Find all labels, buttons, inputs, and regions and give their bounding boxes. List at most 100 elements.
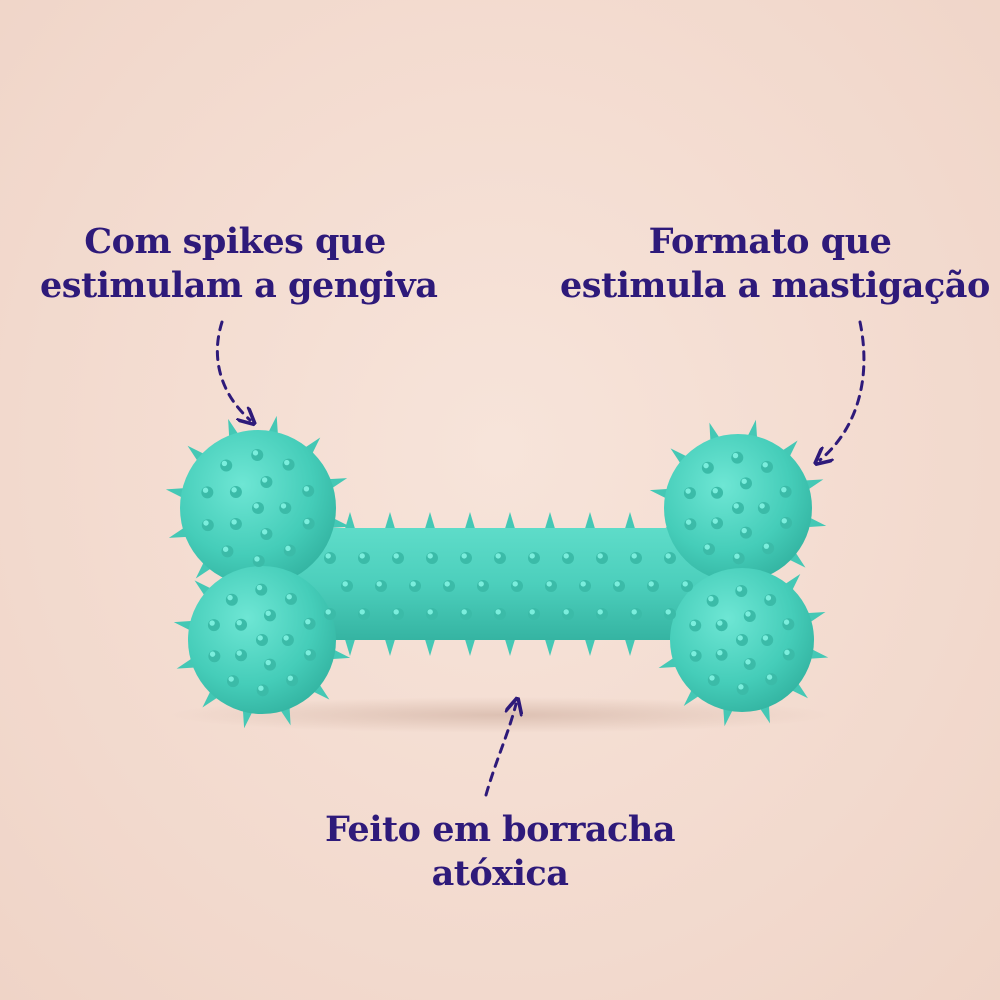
bump-highlight bbox=[529, 609, 535, 615]
spike bbox=[464, 512, 476, 532]
bump-highlight bbox=[261, 529, 268, 535]
bump-highlight bbox=[762, 462, 768, 468]
bump-highlight bbox=[325, 553, 331, 559]
bump-highlight bbox=[461, 609, 467, 615]
bump bbox=[731, 451, 744, 464]
bump bbox=[358, 552, 370, 564]
bump-highlight bbox=[283, 635, 289, 641]
bump bbox=[732, 552, 745, 565]
bump-highlight bbox=[221, 460, 228, 467]
bump-highlight bbox=[781, 486, 787, 493]
bump bbox=[701, 461, 714, 474]
bump bbox=[409, 580, 421, 592]
bump bbox=[613, 580, 625, 592]
bump bbox=[762, 542, 775, 555]
bump-highlight bbox=[285, 545, 291, 552]
bump-highlight bbox=[325, 609, 331, 615]
bump-highlight bbox=[236, 619, 242, 626]
callout-spikes-line1: Com spikes que bbox=[84, 221, 386, 262]
bump bbox=[562, 608, 574, 620]
bump-highlight bbox=[631, 609, 637, 615]
bump-highlight bbox=[717, 650, 723, 656]
spike bbox=[624, 512, 636, 532]
bump-highlight bbox=[427, 609, 433, 615]
bump-highlight bbox=[546, 581, 552, 587]
callout-shape-line1: Formato que bbox=[648, 221, 892, 262]
bump bbox=[304, 648, 317, 661]
bump bbox=[426, 608, 438, 620]
bump-highlight bbox=[691, 650, 697, 657]
bump bbox=[703, 543, 716, 556]
bump bbox=[279, 502, 292, 514]
bump bbox=[302, 484, 315, 497]
bump-highlight bbox=[305, 650, 311, 656]
bump bbox=[260, 476, 273, 489]
bump-highlight bbox=[261, 477, 268, 483]
bump bbox=[779, 485, 792, 498]
bump bbox=[221, 545, 234, 558]
bump-highlight bbox=[231, 519, 237, 525]
bump bbox=[596, 608, 608, 620]
bump-highlight bbox=[512, 581, 518, 587]
spike bbox=[504, 512, 516, 532]
dashed-arrow-icon bbox=[484, 704, 516, 797]
bump-highlight bbox=[303, 486, 310, 492]
spike bbox=[464, 636, 476, 656]
bump-highlight bbox=[631, 553, 637, 559]
bump bbox=[229, 485, 242, 498]
spike bbox=[424, 512, 436, 532]
bump bbox=[545, 580, 557, 592]
bump-highlight bbox=[236, 650, 242, 656]
bump bbox=[477, 580, 489, 592]
bump-highlight bbox=[444, 581, 450, 587]
bump-highlight bbox=[597, 553, 603, 559]
bump-highlight bbox=[209, 651, 216, 657]
spike bbox=[584, 636, 596, 656]
bump bbox=[711, 517, 724, 530]
bump bbox=[706, 594, 719, 607]
bump-highlight bbox=[280, 503, 287, 509]
bump bbox=[256, 684, 269, 697]
bump bbox=[596, 552, 608, 564]
bump bbox=[740, 477, 753, 490]
bump bbox=[235, 649, 248, 662]
bump-highlight bbox=[685, 488, 691, 494]
bump bbox=[324, 552, 336, 564]
spike bbox=[544, 512, 556, 532]
bump bbox=[260, 527, 273, 540]
bump bbox=[302, 517, 315, 530]
bump-highlight bbox=[741, 527, 747, 534]
bump bbox=[252, 555, 265, 568]
spike bbox=[384, 636, 396, 656]
bump-highlight bbox=[734, 553, 740, 559]
bump-highlight bbox=[648, 581, 654, 587]
bump-highlight bbox=[709, 675, 715, 681]
bump bbox=[264, 658, 277, 671]
bump-highlight bbox=[495, 553, 501, 559]
bump-highlight bbox=[781, 518, 787, 524]
bump-highlight bbox=[203, 520, 209, 526]
bump bbox=[256, 634, 268, 646]
bump bbox=[579, 580, 591, 592]
bump-highlight bbox=[529, 553, 535, 559]
bump-highlight bbox=[597, 609, 603, 615]
bump-highlight bbox=[763, 543, 770, 549]
spike bbox=[424, 636, 436, 656]
bump bbox=[324, 608, 336, 620]
bump-highlight bbox=[717, 620, 723, 626]
bump bbox=[707, 674, 720, 687]
bump-highlight bbox=[563, 609, 569, 615]
bump bbox=[251, 448, 264, 461]
bump bbox=[715, 619, 728, 632]
spike bbox=[624, 636, 636, 656]
callout-material: Feito em borracha atóxica bbox=[300, 808, 700, 896]
bump-highlight bbox=[305, 618, 311, 625]
bump-highlight bbox=[703, 462, 709, 469]
bump-highlight bbox=[427, 553, 433, 559]
bump-highlight bbox=[712, 518, 718, 524]
bump bbox=[528, 608, 540, 620]
bump bbox=[460, 552, 472, 564]
bump-highlight bbox=[359, 609, 365, 615]
bump-highlight bbox=[665, 553, 671, 559]
bump-highlight bbox=[287, 675, 294, 681]
